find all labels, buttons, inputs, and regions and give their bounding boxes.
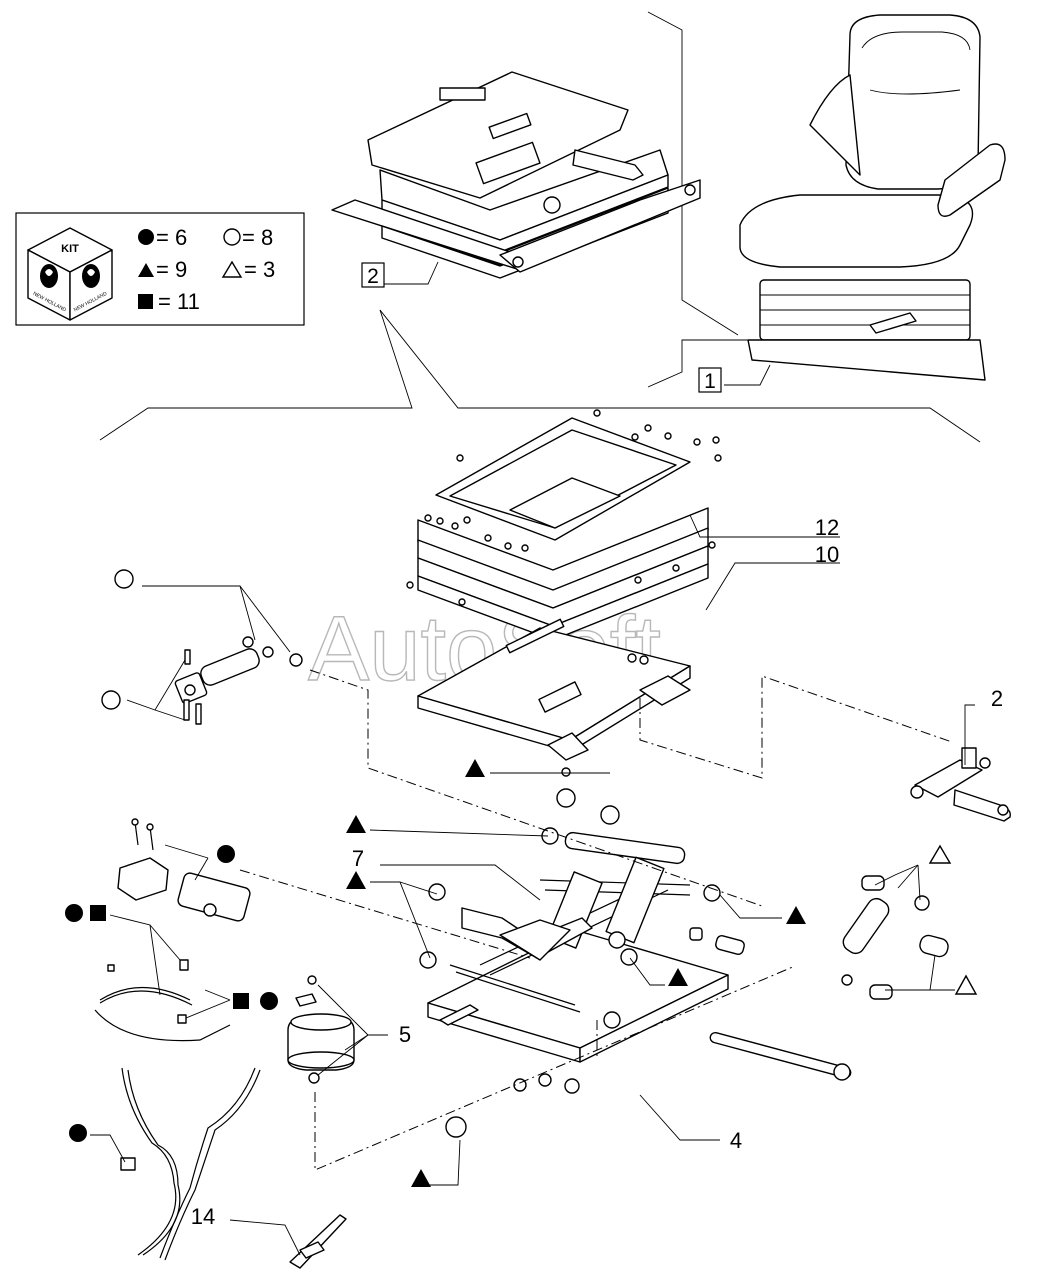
filled-square-icon bbox=[233, 993, 249, 1009]
open-triangle-icon bbox=[928, 844, 952, 864]
legend-open-triangle-text: = 3 bbox=[244, 257, 275, 282]
alignment-lines bbox=[239, 669, 953, 1171]
filled-circle-icon bbox=[69, 1124, 87, 1142]
callout-5: 5 bbox=[399, 1022, 411, 1047]
scissor-mechanism-drawing bbox=[427, 831, 852, 1094]
air-spring-drawing bbox=[287, 975, 355, 1084]
filled-triangle-icon bbox=[346, 815, 366, 833]
open-triangle-icon bbox=[221, 260, 243, 278]
kit-badge-label: KIT bbox=[61, 243, 79, 255]
shock-absorber-left-drawing bbox=[174, 636, 303, 725]
callouts: 1 2 12 10 2 7 5 4 14 bbox=[191, 262, 1003, 1229]
filled-triangle-icon bbox=[668, 968, 688, 986]
filled-triangle-icon bbox=[138, 263, 154, 277]
ground-strap-drawing bbox=[289, 1214, 347, 1269]
filled-circle-icon bbox=[65, 904, 83, 922]
bushings-and-pins bbox=[419, 767, 745, 1138]
shock-absorber-right-drawing bbox=[841, 875, 949, 1000]
wiring-harness-drawing bbox=[94, 959, 261, 1261]
legend-filled-triangle-text: = 9 bbox=[156, 257, 187, 282]
mounting-bolts bbox=[406, 409, 722, 606]
filled-square-icon bbox=[90, 905, 106, 921]
filled-triangle-icon bbox=[346, 871, 366, 889]
callout-14: 14 bbox=[191, 1204, 215, 1229]
callout-10: 10 bbox=[815, 542, 839, 567]
callout-2: 2 bbox=[991, 686, 1003, 711]
filled-circle-icon bbox=[138, 229, 154, 245]
leader-lines bbox=[90, 261, 975, 1256]
filled-circle-icon bbox=[260, 992, 278, 1010]
slide-plate-drawing bbox=[417, 618, 691, 761]
filled-circle-icon bbox=[217, 845, 235, 863]
legend-open-circle-text: = 8 bbox=[242, 225, 273, 250]
callout-1: 1 bbox=[704, 370, 716, 393]
bellows-frame-drawing bbox=[417, 417, 709, 641]
callout-7: 7 bbox=[352, 846, 364, 871]
overview-section-lines bbox=[99, 11, 981, 443]
compressor-drawing bbox=[117, 818, 251, 922]
filled-square-icon bbox=[138, 294, 153, 309]
callout-12: 12 bbox=[815, 515, 839, 540]
open-circle-icon bbox=[101, 690, 121, 710]
legend-filled-square-text: = 11 bbox=[158, 289, 200, 314]
legend-filled-circle-text: = 6 bbox=[156, 225, 187, 250]
suspension-assembly-drawing bbox=[331, 71, 701, 279]
open-circle-icon bbox=[223, 228, 241, 246]
filled-triangle-icon bbox=[411, 1169, 431, 1187]
open-triangle-icon bbox=[954, 974, 978, 995]
complete-seat-drawing bbox=[739, 14, 1006, 381]
kit-symbol-markers bbox=[65, 569, 978, 1187]
kit-legend-box: KIT NEW HOLLAND NEW HOLLAND = 6 = 8 = 9 … bbox=[15, 212, 305, 326]
kit-cube-icon bbox=[27, 227, 113, 321]
callout-2-boxed: 2 bbox=[367, 265, 379, 288]
filled-triangle-icon bbox=[465, 759, 485, 777]
open-circle-icon bbox=[114, 569, 134, 589]
filled-triangle-icon bbox=[786, 906, 806, 924]
adjustment-lever-drawing bbox=[910, 747, 1011, 822]
callout-4: 4 bbox=[730, 1128, 742, 1153]
